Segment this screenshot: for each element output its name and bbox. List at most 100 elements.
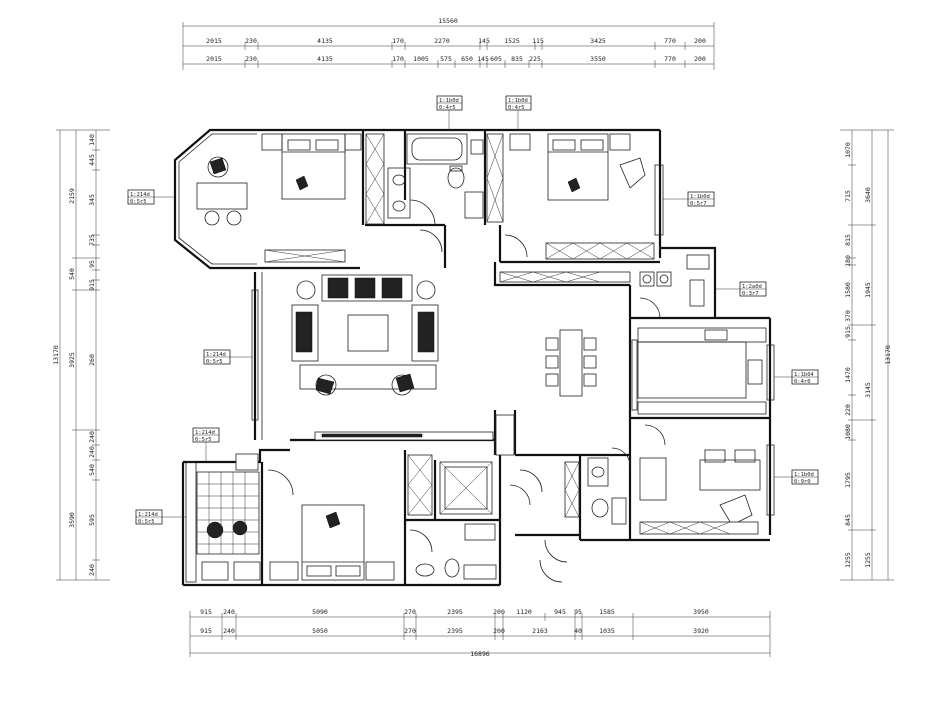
right-dimension-lines: 13170 3640 1945 3145 1255 1070 715 815 1…	[840, 129, 894, 581]
bathroom-north	[387, 133, 484, 226]
top-dim-r2-7: 145	[477, 55, 489, 63]
kitchen-island	[637, 341, 747, 399]
top-dim-r1-6: 1525	[504, 37, 520, 45]
right-dim-outer-1: 1945	[864, 282, 872, 298]
right-dim-inner-0: 1070	[844, 142, 852, 158]
top-dim-r1-4: 2270	[434, 37, 450, 45]
top-dim-r2-12: 770	[664, 55, 676, 63]
dining-table	[559, 329, 583, 397]
left-dimension-lines: 13170 2159 540 3925 3590 140 445 345 735…	[52, 129, 110, 581]
right-dim-inner-1: 715	[844, 190, 852, 202]
right-dim-outer-2: 3145	[864, 382, 872, 398]
top-total-dim: 15560	[438, 17, 458, 25]
top-dim-r2-6: 650	[461, 55, 473, 63]
left-dim-inner-2: 345	[88, 194, 96, 206]
left-dim-inner-9: 540	[88, 464, 96, 476]
tag-1: 1:1b0d 0:4r5	[505, 95, 532, 130]
left-dim-outer-1: 540	[68, 268, 76, 280]
bottom-dim-r2-6: 2163	[532, 627, 548, 635]
tag-9: 1:214d 0:5r5	[135, 509, 186, 525]
tag-8: 1:1b0d 0:9r0	[774, 469, 819, 485]
top-dim-r2-10: 225	[529, 55, 541, 63]
tag-5-b: 0:5r5	[206, 359, 223, 365]
tag-callouts: 1:1b0d 0:4r5 1:1b0d 0:4r5 1:214d 0:5r5 1…	[127, 95, 819, 525]
tag-9-b: 0:5r5	[138, 519, 155, 525]
top-dim-r2-11: 3550	[590, 55, 606, 63]
top-dim-r1-5: 145	[478, 37, 490, 45]
tag-0-a: 1:1b0d	[439, 98, 459, 104]
top-dim-r1-7: 115	[532, 37, 544, 45]
top-dim-r2-9: 835	[511, 55, 523, 63]
tag-6-a: 1:1b04	[794, 372, 815, 378]
tag-1-a: 1:1b0d	[508, 98, 528, 104]
bottom-dim-r1-7: 945	[554, 608, 566, 616]
sink-icon	[747, 359, 763, 385]
bottom-total-dim: 16896	[470, 650, 490, 658]
tag-6-b: 0:4r0	[794, 379, 811, 385]
armchair	[291, 304, 319, 362]
tag-6: 1:1b04 0:4r0	[774, 369, 819, 385]
bottom-dim-r1-9: 1585	[599, 608, 615, 616]
bottom-dim-r1-4: 2395	[447, 608, 463, 616]
top-dim-r2-4: 1005	[413, 55, 429, 63]
left-dim-outer-3: 3590	[68, 512, 76, 528]
right-dim-outer-0: 3640	[864, 187, 872, 203]
top-dim-r2-2: 4135	[317, 55, 333, 63]
desk	[196, 182, 248, 210]
master-bedroom	[201, 453, 395, 581]
coffee-table	[347, 314, 389, 352]
toilet-icon	[591, 498, 609, 518]
bottom-dim-r2-7: 40	[574, 627, 582, 635]
tag-9-a: 1:214d	[138, 512, 158, 518]
tag-1-b: 0:4r5	[508, 105, 525, 111]
bottom-dim-r2-0: 915	[200, 627, 212, 635]
top-dim-r1-1: 230	[245, 37, 257, 45]
master-bath	[409, 523, 497, 580]
top-dim-r2-13: 200	[694, 55, 706, 63]
top-dim-r1-8: 3425	[590, 37, 606, 45]
bottom-dim-r2-9: 3920	[693, 627, 709, 635]
tag-8-a: 1:1b0d	[794, 472, 814, 478]
kitchen	[631, 327, 767, 415]
right-dim-inner-11: 845	[844, 514, 852, 526]
left-dim-inner-0: 140	[88, 134, 96, 146]
armchair	[411, 304, 439, 362]
sink-icon	[587, 457, 609, 487]
bathroom-southeast	[519, 457, 627, 563]
top-dim-r1-3: 170	[392, 37, 404, 45]
top-dim-r1-9: 770	[664, 37, 676, 45]
left-dim-inner-5: 915	[88, 279, 96, 291]
right-dim-inner-8: 220	[844, 404, 852, 416]
right-dim-inner-9: 1080	[844, 424, 852, 440]
wardrobe-column-north	[365, 133, 385, 225]
top-dim-r1-0: 2015	[206, 37, 222, 45]
left-dim-inner-3: 735	[88, 234, 96, 246]
bottom-dim-r2-4: 2395	[447, 627, 463, 635]
desk	[699, 459, 761, 491]
top-dim-r2-0: 2015	[206, 55, 222, 63]
tag-4-b: 0:3r7	[742, 291, 759, 297]
door-arcs	[419, 229, 631, 583]
lounge-chair-icon	[206, 521, 224, 539]
tag-2-a: 1:214d	[130, 192, 150, 198]
right-dim-inner-12: 1255	[844, 552, 852, 568]
living-room	[291, 274, 494, 441]
wardrobe	[639, 457, 667, 501]
cooktop-icon	[704, 329, 728, 341]
laundry-area	[639, 254, 710, 319]
toilet-icon	[444, 558, 460, 578]
bedroom-southeast	[639, 424, 761, 535]
top-dim-r2-3: 170	[392, 55, 404, 63]
armchair-icon	[207, 156, 229, 178]
bathtub	[406, 133, 468, 165]
right-total-dim: 13170	[884, 345, 892, 365]
tag-2: 1:214d 0:5r5	[127, 189, 175, 205]
bed	[301, 504, 365, 581]
tag-3-b: 0:5r7	[690, 201, 707, 207]
bottom-dim-r1-1: 240	[223, 608, 235, 616]
bottom-dim-r2-8: 1035	[599, 627, 615, 635]
wardrobe	[545, 242, 655, 260]
left-dim-inner-1: 445	[88, 154, 96, 166]
right-dim-inner-7: 1470	[844, 367, 852, 383]
